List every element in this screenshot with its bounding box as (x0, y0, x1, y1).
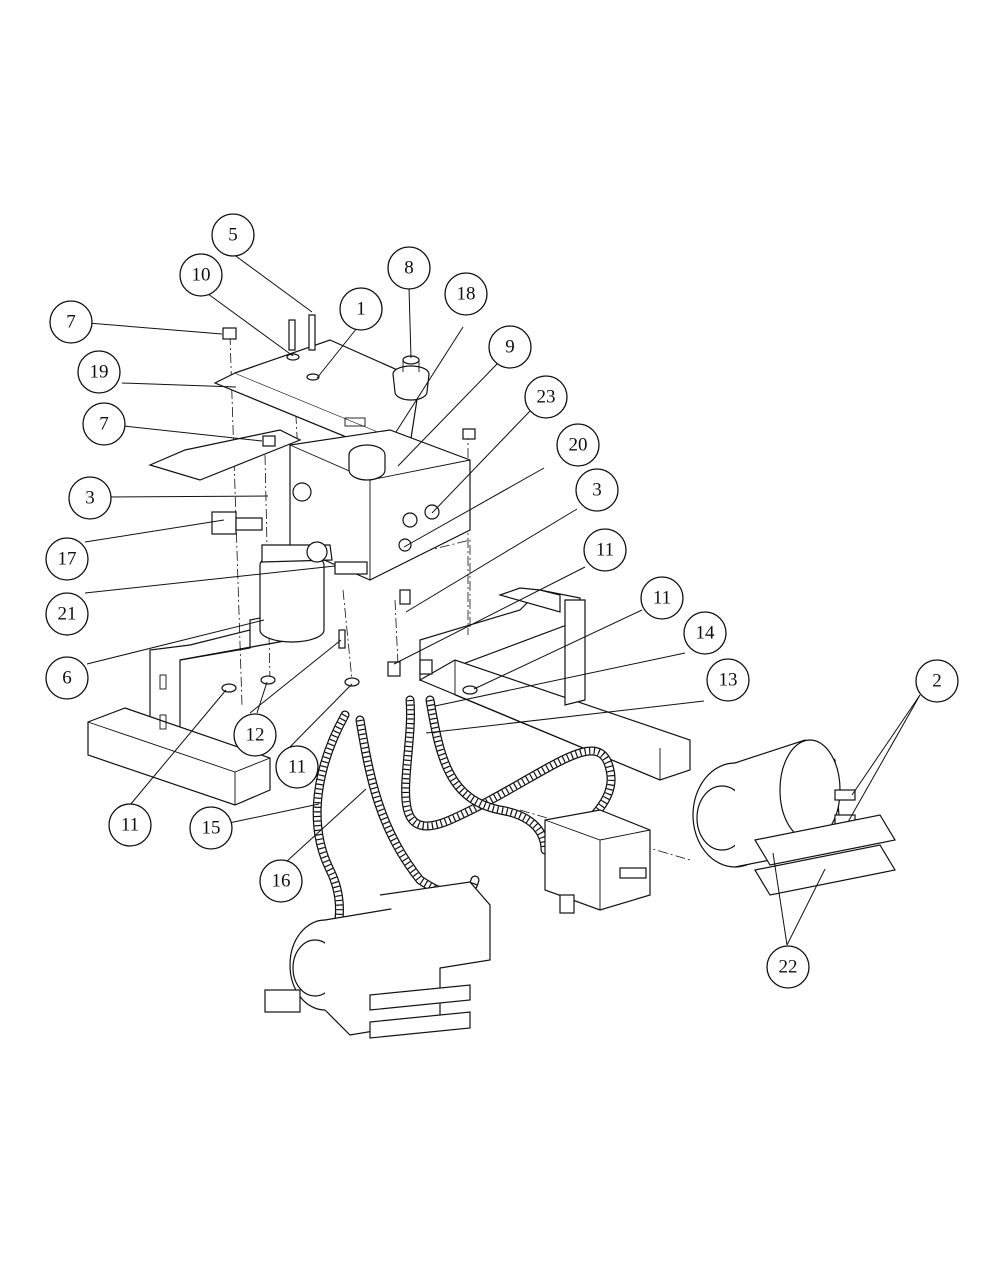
callout-5: 5 (211, 213, 255, 257)
valve-block (544, 809, 651, 914)
lower-hydraulic-motor (264, 881, 491, 1039)
svg-text:5: 5 (228, 225, 238, 246)
svg-text:2: 2 (932, 671, 942, 692)
reservoir-tank (289, 429, 471, 581)
callout-16: 16 (259, 859, 303, 903)
svg-text:3: 3 (592, 480, 602, 501)
svg-text:18: 18 (457, 284, 476, 305)
callout-15: 15 (189, 806, 233, 850)
svg-text:22: 22 (779, 957, 798, 978)
leader-lines (84, 253, 921, 946)
hydraulic-fittings (211, 482, 440, 677)
callout-12: 12 (233, 713, 277, 757)
svg-text:11: 11 (596, 540, 614, 561)
assembly-drawing (87, 314, 896, 1039)
callout-19: 19 (77, 350, 121, 394)
svg-text:7: 7 (99, 414, 109, 435)
callout-1: 1 (339, 287, 383, 331)
callout-22: 22 (766, 945, 810, 989)
callout-11-lower-left: 11 (108, 803, 152, 847)
callout-8: 8 (387, 246, 431, 290)
svg-text:1: 1 (356, 299, 366, 320)
callout-3-left: 3 (68, 476, 112, 520)
callout-9: 9 (488, 325, 532, 369)
svg-text:10: 10 (192, 265, 211, 286)
svg-text:16: 16 (272, 871, 291, 892)
left-frame-channel (87, 611, 291, 806)
svg-text:20: 20 (569, 435, 588, 456)
svg-text:6: 6 (62, 668, 72, 689)
callout-7-top: 7 (49, 300, 93, 344)
svg-text:11: 11 (653, 588, 671, 609)
callout-13: 13 (706, 658, 750, 702)
callout-14: 14 (683, 611, 727, 655)
callout-20: 20 (556, 423, 600, 467)
svg-text:21: 21 (58, 604, 77, 625)
callout-11-center: 11 (275, 745, 319, 789)
callout-23: 23 (524, 375, 568, 419)
callout-10: 10 (179, 253, 223, 297)
callout-11-right-lower: 11 (640, 576, 684, 620)
svg-text:11: 11 (121, 815, 139, 836)
filter-canister (259, 544, 333, 643)
callout-3-right: 3 (575, 468, 619, 512)
callout-11-right-upper: 11 (583, 528, 627, 572)
filler-cap (392, 355, 430, 401)
svg-text:8: 8 (404, 258, 414, 279)
svg-text:12: 12 (246, 725, 265, 746)
callout-balloons: 1 2 3 3 5 6 7 7 8 9 10 11 11 11 11 12 13… (45, 213, 959, 989)
right-hydraulic-motor (692, 739, 896, 896)
callout-6: 6 (45, 656, 89, 700)
svg-text:17: 17 (58, 549, 77, 570)
svg-text:11: 11 (288, 757, 306, 778)
svg-text:9: 9 (505, 337, 515, 358)
callout-7-middle: 7 (82, 402, 126, 446)
svg-text:14: 14 (696, 623, 716, 644)
svg-text:7: 7 (66, 312, 76, 333)
svg-text:3: 3 (85, 488, 95, 509)
svg-text:23: 23 (537, 387, 556, 408)
callout-2: 2 (915, 659, 959, 703)
svg-text:13: 13 (719, 670, 738, 691)
callout-17: 17 (45, 537, 89, 581)
callout-18: 18 (444, 272, 488, 316)
svg-text:15: 15 (202, 818, 221, 839)
svg-text:19: 19 (90, 362, 109, 383)
right-frame-channel (418, 587, 691, 781)
callout-21: 21 (45, 592, 89, 636)
